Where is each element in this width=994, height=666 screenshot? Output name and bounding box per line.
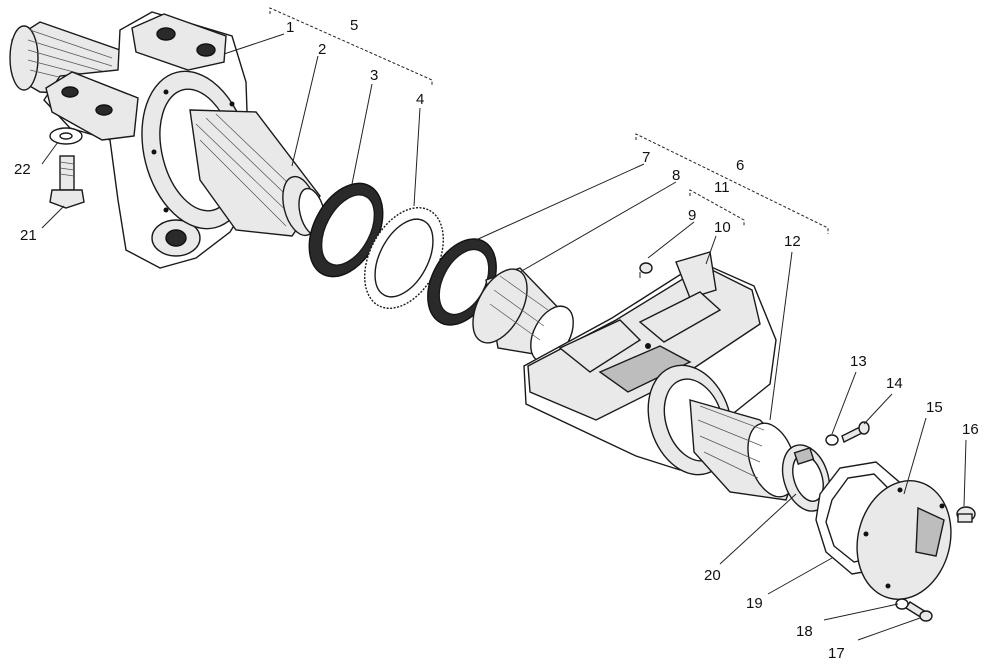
callout-20: 20 [704,567,721,584]
callout-3: 3 [370,67,378,84]
callout-11: 11 [714,179,730,196]
callout-6: 6 [736,157,744,174]
callout-2: 2 [318,41,326,58]
callout-13: 13 [850,353,867,370]
callout-14: 14 [886,375,903,392]
callout-5: 5 [350,17,358,34]
callout-17: 17 [828,645,845,662]
part-seal-3 [308,182,384,278]
leader-lines [41,33,967,641]
callout-21: 21 [20,227,37,244]
part-bolt-9 [639,262,653,278]
callout-15: 15 [926,399,943,416]
callout-9: 9 [688,207,696,224]
callout-10: 10 [714,219,731,236]
callout-labels: 1 2 3 4 5 6 7 8 9 10 11 12 13 14 15 16 1… [14,17,979,662]
callout-8: 8 [672,167,680,184]
group-bracket-6 [635,133,829,234]
callout-7: 7 [642,149,650,166]
part-bolt-21 [49,155,85,209]
callout-18: 18 [796,623,813,640]
part-cover-15 [856,480,952,600]
part-bolt-14 [841,421,870,443]
part-nut-20 [781,444,831,512]
part-washer-22 [49,127,83,145]
callout-4: 4 [416,91,424,108]
callout-19: 19 [746,595,763,612]
callout-16: 16 [962,421,979,438]
part-washer-13 [825,434,839,446]
callout-22: 22 [14,161,31,178]
callout-1: 1 [286,19,294,36]
group-bracket-5 [269,7,433,86]
part-plug-16 [956,506,976,523]
part-bolt-17 [905,601,933,622]
part-housing-left [9,11,326,269]
group-bracket-11 [689,189,745,226]
callout-12: 12 [784,233,801,250]
part-bushing-8 [472,267,574,363]
